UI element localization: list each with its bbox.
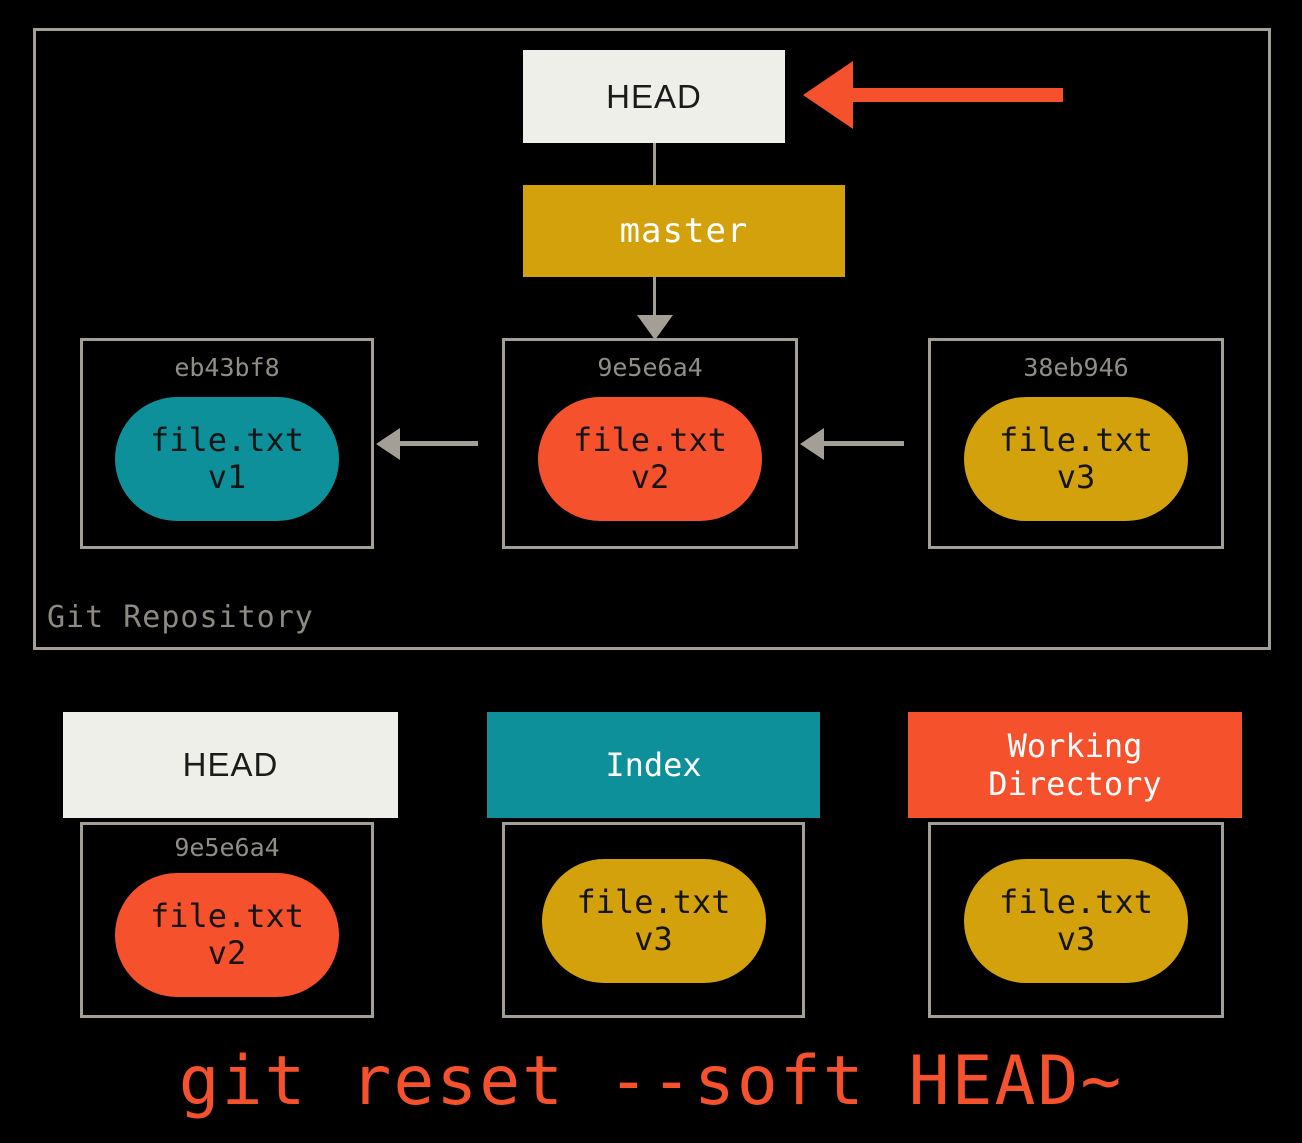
blob-file-name: file.txt <box>998 420 1154 459</box>
git-repository-container <box>33 28 1271 650</box>
area-header-label-line2: Directory <box>988 765 1162 803</box>
blob-file-name: file.txt <box>149 420 305 459</box>
arrow-left-icon <box>800 428 824 460</box>
area-blob: file.txt v3 <box>964 859 1188 983</box>
area-header-head: HEAD <box>63 712 398 818</box>
commit-hash: 38eb946 <box>1023 353 1129 382</box>
area-header-working-directory: Working Directory <box>908 712 1242 818</box>
area-header-label: HEAD <box>182 746 279 784</box>
commit-blob: file.txt v2 <box>538 397 762 521</box>
arrow-down-icon <box>637 315 673 340</box>
git-repository-label: Git Repository <box>47 600 314 635</box>
area-blob: file.txt v2 <box>115 873 339 997</box>
commit-node-38eb946: 38eb946 file.txt v3 <box>928 338 1224 549</box>
commit-hash: 9e5e6a4 <box>597 353 703 382</box>
blob-file-name: file.txt <box>572 420 728 459</box>
area-commit-hash: 9e5e6a4 <box>174 833 280 862</box>
blob-version: v2 <box>630 458 670 496</box>
highlight-arrow-icon <box>803 61 853 129</box>
blob-version: v3 <box>634 920 673 958</box>
commit-hash: eb43bf8 <box>174 353 280 382</box>
blob-version: v2 <box>207 934 247 972</box>
commit-node-9e5e6a4: 9e5e6a4 file.txt v2 <box>502 338 798 549</box>
blob-version: v1 <box>207 458 247 496</box>
area-blob: file.txt v3 <box>541 859 766 983</box>
parent-link-shaft <box>398 441 478 446</box>
commit-node-eb43bf8: eb43bf8 file.txt v1 <box>80 338 374 549</box>
highlight-arrow-shaft <box>852 88 1063 102</box>
area-box-index: file.txt v3 <box>502 822 805 1018</box>
area-box-head: 9e5e6a4 file.txt v2 <box>80 822 374 1018</box>
area-header-label-line1: Working <box>1007 726 1143 765</box>
commit-blob: file.txt v3 <box>964 397 1188 521</box>
area-box-working-directory: file.txt v3 <box>928 822 1224 1018</box>
master-branch-box: master <box>523 185 845 277</box>
area-header-index: Index <box>487 712 820 818</box>
arrow-left-icon <box>376 428 400 460</box>
area-header-label: Index <box>605 745 702 784</box>
commit-blob: file.txt v1 <box>115 397 339 521</box>
head-to-master-connector <box>653 143 656 185</box>
head-pointer-label: HEAD <box>606 77 702 115</box>
command-caption: git reset --soft HEAD~ <box>178 1042 1124 1121</box>
blob-file-name: file.txt <box>576 882 731 921</box>
master-to-commit-connector <box>653 277 656 319</box>
blob-file-name: file.txt <box>149 896 305 935</box>
master-branch-label: master <box>619 211 749 251</box>
blob-file-name: file.txt <box>998 882 1154 921</box>
parent-link-shaft <box>822 441 904 446</box>
head-pointer-box: HEAD <box>523 50 785 143</box>
blob-version: v3 <box>1056 458 1096 496</box>
blob-version: v3 <box>1056 920 1096 958</box>
